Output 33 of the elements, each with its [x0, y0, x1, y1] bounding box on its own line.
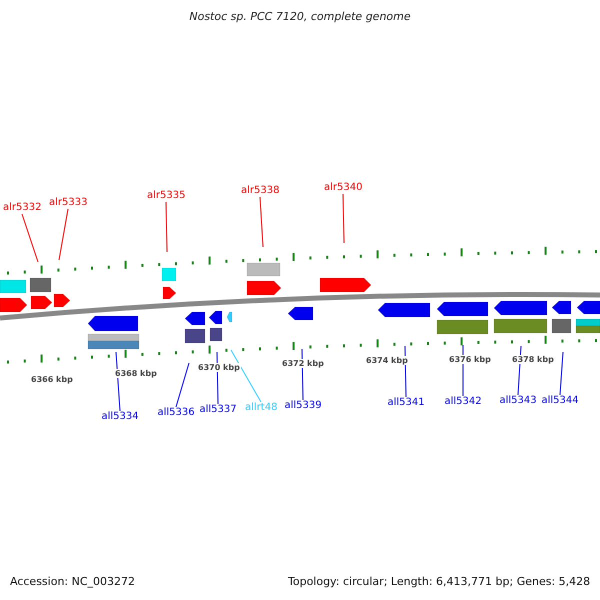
gene-label: all5337: [200, 404, 237, 416]
scale-label: 6366 kbp: [30, 374, 74, 384]
title: Nostoc sp. PCC 7120, complete genome: [188, 10, 412, 23]
footer-text: Topology: circular; Length: 6,413,771 bp; Genes: 5,428: [288, 574, 590, 588]
scale-label: 6374 kbp: [365, 356, 409, 364]
gene-label: all5341: [388, 397, 425, 409]
leader-line: [342, 194, 344, 244]
leader-line: [260, 196, 264, 248]
scale-label: 6372 kbp: [281, 358, 325, 368]
gene-label: all5343: [500, 395, 537, 407]
gene-label: alr5332: [3, 202, 42, 214]
scale-label: 6368 kbp: [114, 368, 158, 378]
leader-line: [116, 352, 120, 412]
gene-label: alr5333: [49, 197, 88, 209]
leader-line: [230, 350, 262, 402]
scale-label: 6376 kbp: [448, 354, 492, 364]
scale-label: 6378 kbp: [511, 354, 555, 364]
leader-line: [560, 352, 564, 396]
gene-label: alr5338: [241, 185, 280, 197]
gene-label: all5339: [284, 400, 322, 412]
gene-label: all5334: [102, 411, 139, 423]
gene-label: all5342: [444, 396, 482, 408]
gene-label: alr5335: [147, 190, 186, 202]
footer-text: Accession: NC_003272: [10, 574, 136, 588]
scale-label: 6370 kbp: [197, 362, 241, 372]
gene-label: allrt48: [245, 402, 278, 414]
leader-line: [166, 202, 168, 252]
gene-label: all5336: [158, 407, 195, 419]
leader-line: [176, 362, 190, 408]
gene-label: alr5340: [324, 182, 362, 194]
leader-line: [58, 208, 68, 260]
leader-line: [22, 214, 38, 262]
gene-label: all5344: [542, 395, 579, 407]
